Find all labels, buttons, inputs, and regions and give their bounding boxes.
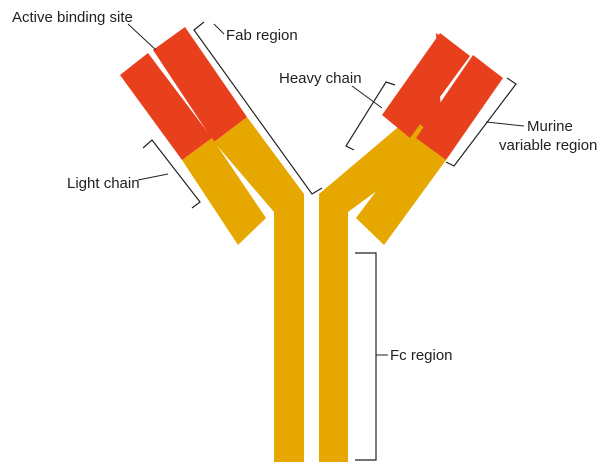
murine-label-line2: variable region bbox=[499, 137, 597, 154]
murine-pointer bbox=[486, 122, 524, 126]
fab-region-pointer bbox=[214, 24, 224, 34]
fc-region-label: Fc region bbox=[390, 347, 453, 364]
heavy-chain-pointer bbox=[352, 86, 382, 108]
fc-region-bracket bbox=[355, 253, 376, 460]
active-binding-site-pointer bbox=[128, 24, 156, 50]
active-binding-site-label: Active binding site bbox=[12, 9, 133, 26]
light-chain-pointer bbox=[138, 174, 168, 180]
heavy-chain-label: Heavy chain bbox=[279, 70, 362, 87]
murine-label-line1: Murine bbox=[527, 118, 573, 135]
fab-region-label: Fab region bbox=[226, 27, 298, 44]
light-chain-label: Light chain bbox=[67, 175, 140, 192]
